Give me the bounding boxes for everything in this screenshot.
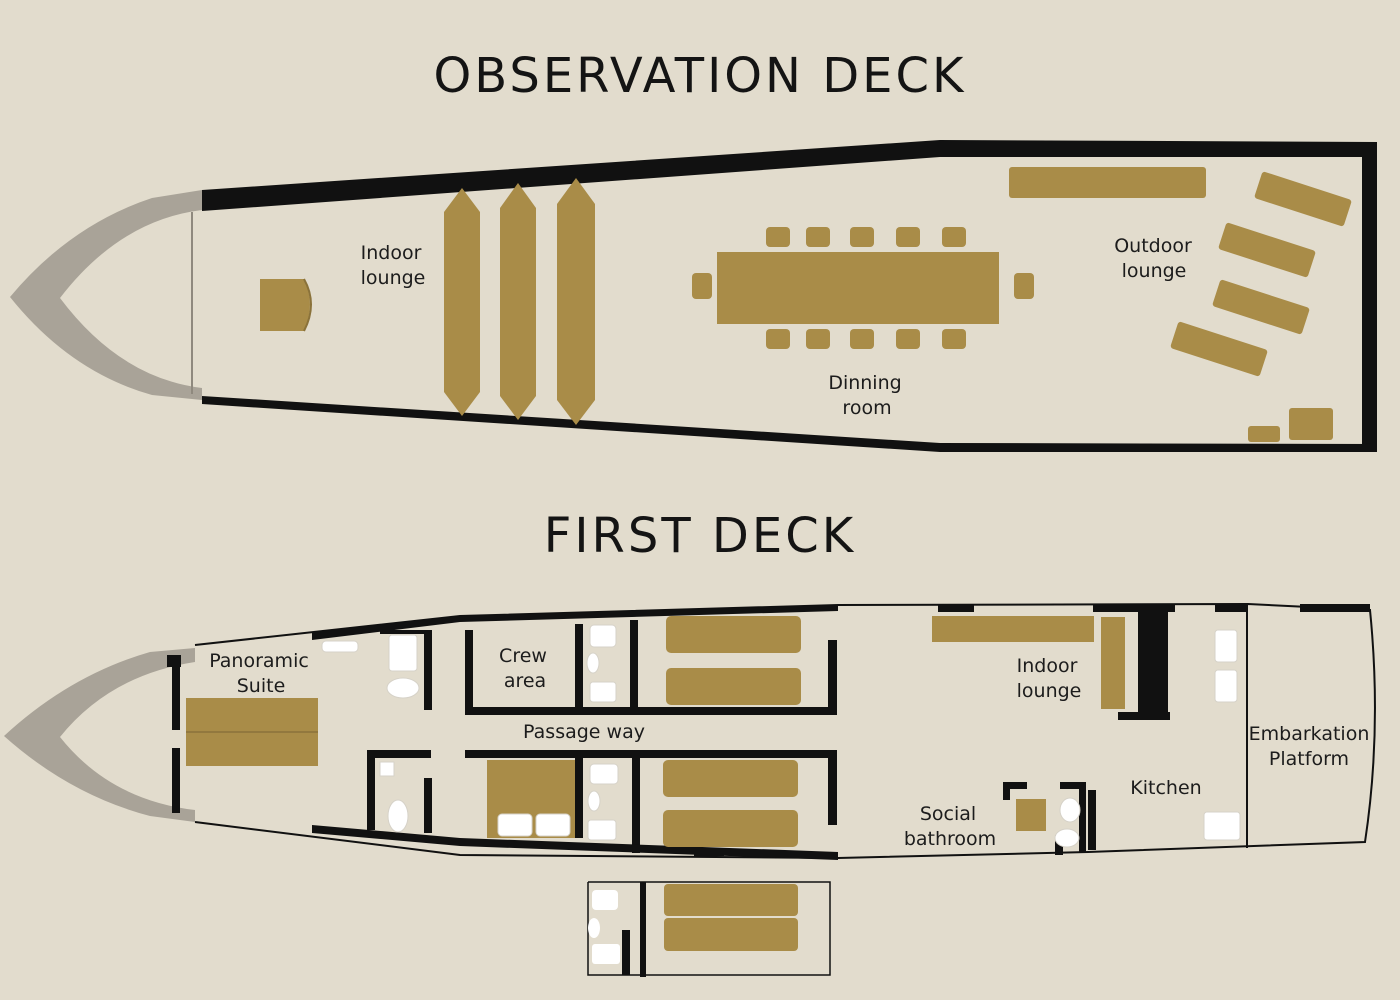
lounge-sofa-long: [932, 616, 1094, 642]
observation-bottom-wall: [202, 396, 1377, 452]
first-hull-outline: [194, 602, 1376, 860]
label-passage-way: Passage way: [523, 721, 645, 743]
lounge-sofa: [444, 188, 480, 416]
first-bow: [4, 648, 195, 822]
label-indoor-lounge-obs: lounge: [361, 267, 426, 289]
outdoor-stool: [1248, 426, 1280, 442]
label-dinning-room: room: [842, 397, 891, 419]
first-deck-plan: Panoramic Suite Crew area Passage way In…: [4, 602, 1376, 977]
first-deck-title: FIRST DECK: [543, 508, 857, 564]
outdoor-bench: [1009, 167, 1206, 198]
dining-table: [717, 252, 999, 324]
label-social-bathroom: bathroom: [904, 828, 996, 850]
label-dinning-room: Dinning: [828, 372, 901, 394]
label-social-bathroom: Social: [920, 803, 976, 825]
observation-side-table: [260, 279, 310, 331]
label-indoor-lounge-first: Indoor: [1017, 655, 1078, 677]
label-indoor-lounge-obs: Indoor: [361, 242, 422, 264]
observation-deck-plan: Indoor lounge Dinning room Outdoor loung…: [10, 140, 1377, 452]
bathroom-fixtures: [321, 624, 1241, 848]
extension-cabin: [587, 881, 831, 977]
outdoor-side-table: [1289, 408, 1333, 440]
label-outdoor-lounge: Outdoor: [1114, 235, 1192, 257]
lounge-sofa: [500, 183, 536, 420]
label-crew-area: area: [504, 670, 546, 692]
observation-deck-title: OBSERVATION DECK: [433, 48, 967, 104]
label-kitchen: Kitchen: [1130, 777, 1201, 799]
label-crew-area: Crew: [499, 645, 547, 667]
observation-bow: [10, 190, 202, 400]
label-panoramic-suite: Suite: [237, 675, 286, 697]
lounge-sofa-side: [1101, 617, 1125, 709]
label-indoor-lounge-first: lounge: [1017, 680, 1082, 702]
dining-chairs: [692, 227, 1034, 349]
social-bathroom-sink: [1016, 799, 1046, 831]
observation-top-wall: [202, 140, 1377, 211]
label-embarkation-platform: Embarkation: [1249, 723, 1370, 745]
label-panoramic-suite: Panoramic: [209, 650, 309, 672]
first-deck-walls: [167, 604, 1370, 860]
lounge-sofa: [557, 178, 595, 425]
label-outdoor-lounge: lounge: [1122, 260, 1187, 282]
label-embarkation-platform: Platform: [1269, 748, 1349, 770]
outdoor-loungers: [1170, 171, 1352, 377]
observation-right-wall: [1362, 142, 1377, 452]
cabin-beds: [487, 616, 801, 847]
